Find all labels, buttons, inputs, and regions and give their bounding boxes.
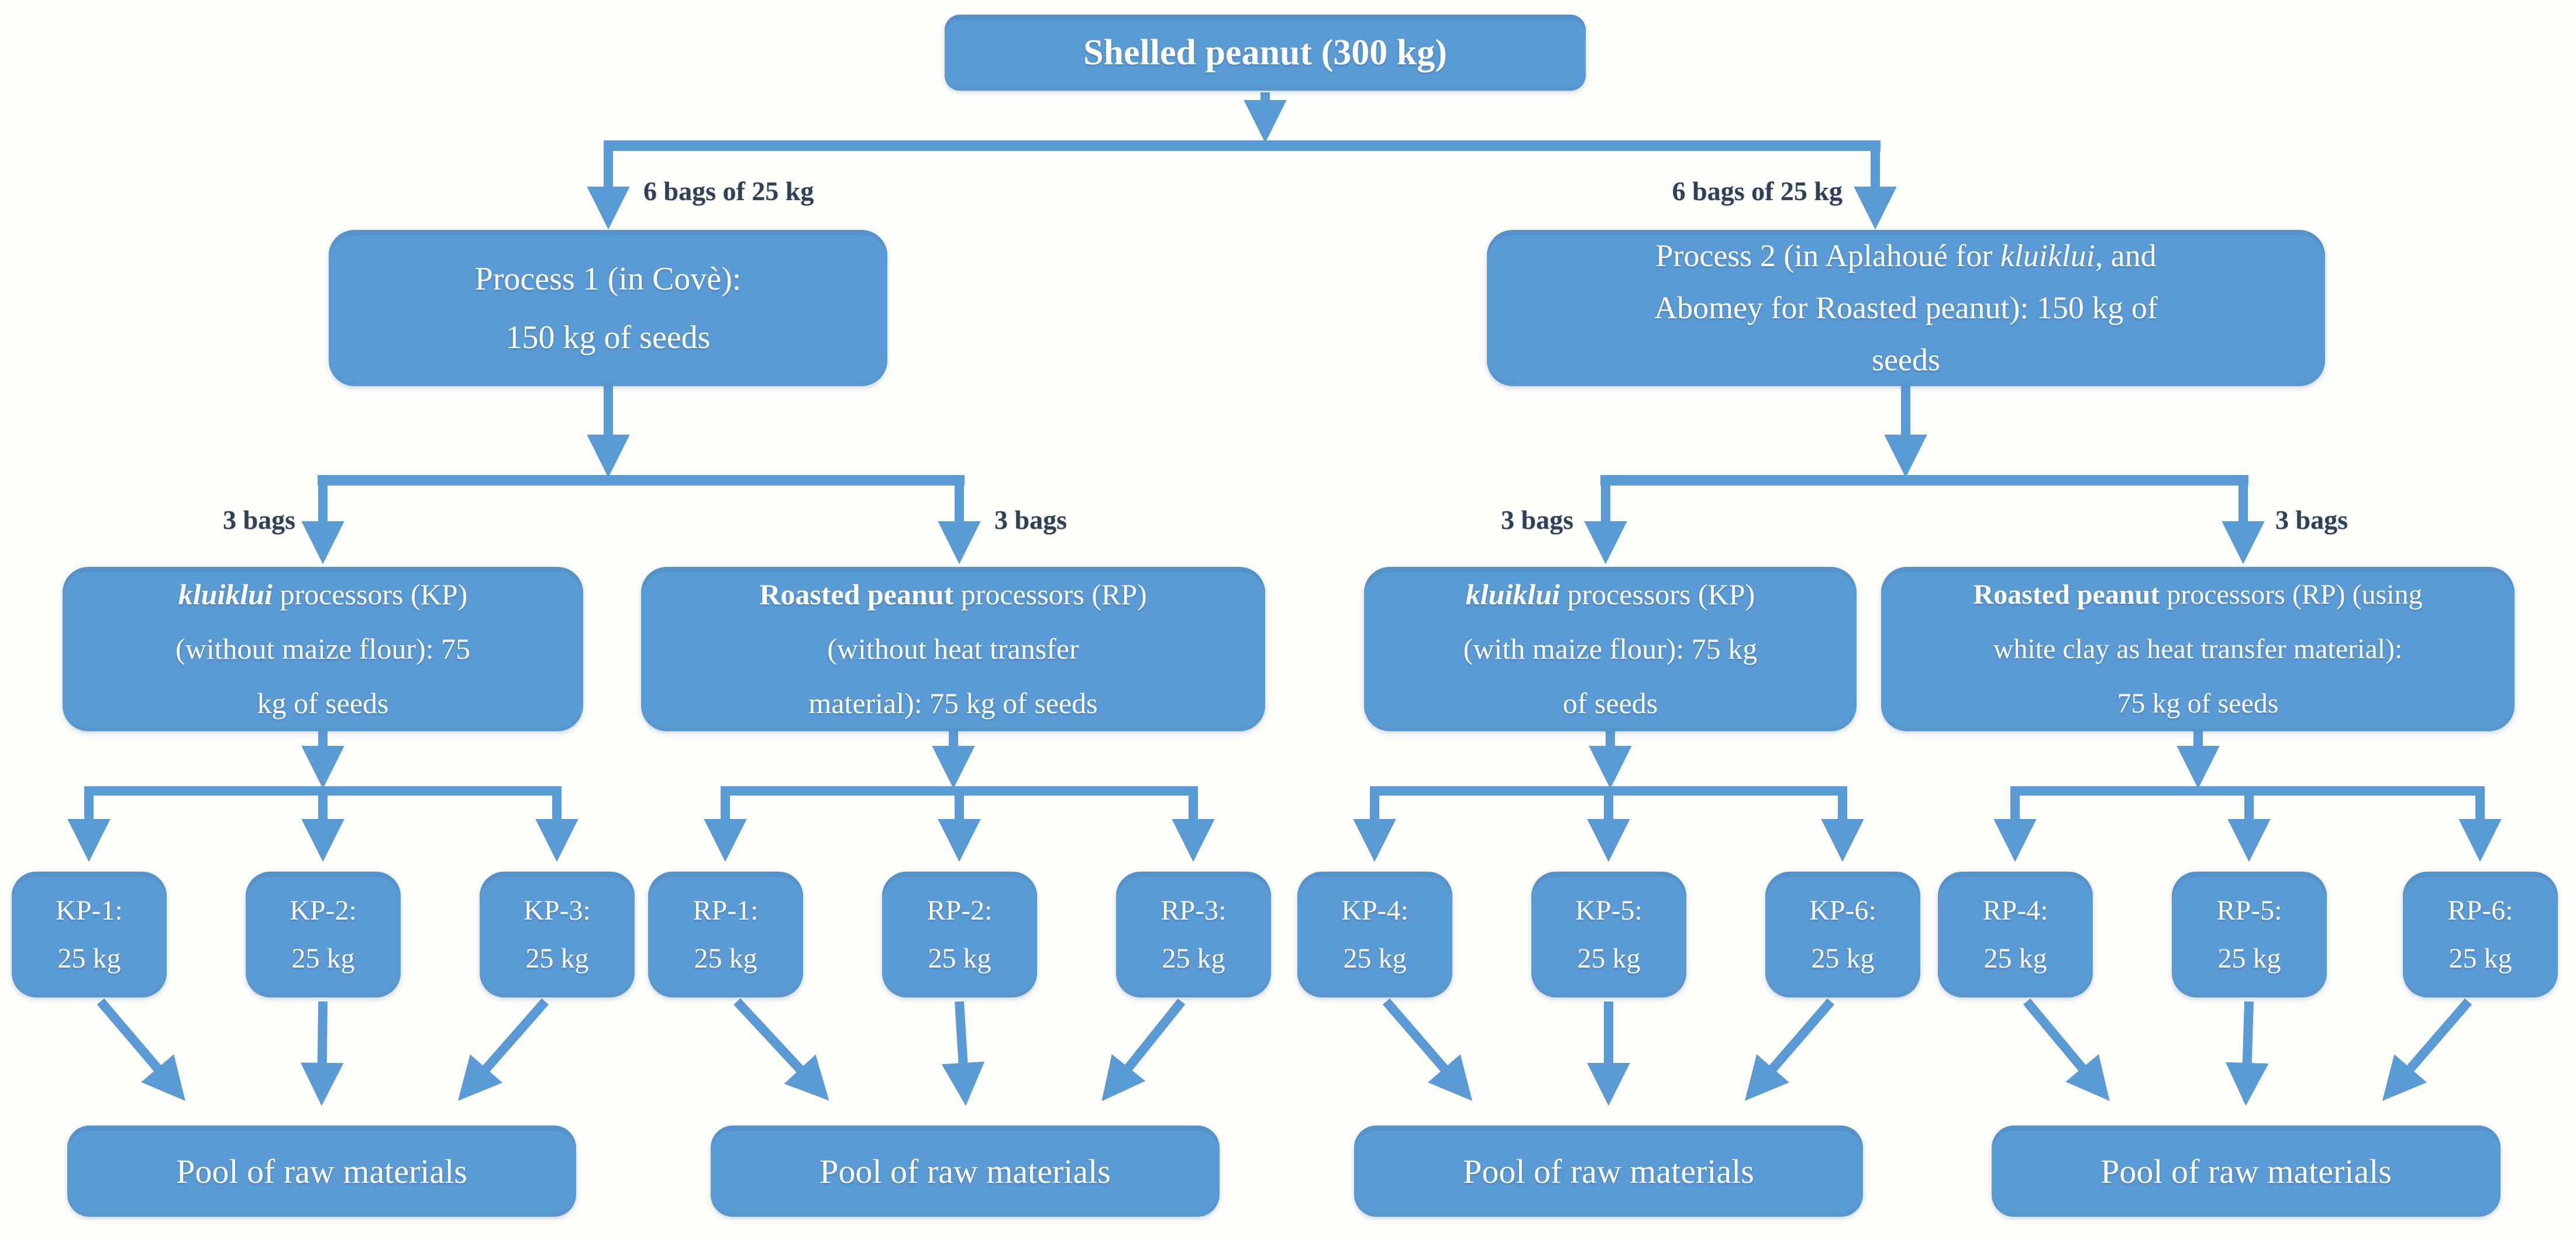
leaf-label: RP-6: 25 kg xyxy=(2447,894,2513,974)
edge-label-6-bags-right: 6 bags of 25 kg xyxy=(1672,176,1843,206)
node-kp-processors-without-maize: kluiklui processors (KP) (without maize … xyxy=(63,567,583,731)
leaf-kp-3: KP-3: 25 kg xyxy=(480,872,635,997)
leaf-label: KP-4: 25 kg xyxy=(1341,894,1408,974)
arrow-rp5-pool xyxy=(2225,1001,2269,1106)
edge-label-3-bags-rp-left: 3 bags xyxy=(994,505,1067,535)
arrow-rp3-pool xyxy=(1101,998,1186,1102)
leaf-label: KP-6: 25 kg xyxy=(1809,894,1876,974)
arrow-kp3-pool xyxy=(457,998,549,1101)
node-label: kluiklui processors (KP) (without maize … xyxy=(175,578,471,720)
pool-label: Pool of raw materials xyxy=(819,1152,1111,1190)
leaf-kp-4: KP-4: 25 kg xyxy=(1297,872,1452,997)
node-label: Shelled peanut (300 kg) xyxy=(1083,32,1447,73)
node-kp-processors-with-maize: kluiklui processors (KP) (with maize flo… xyxy=(1364,567,1857,731)
pool-label: Pool of raw materials xyxy=(176,1152,467,1190)
pool-raw-materials-1: Pool of raw materials xyxy=(67,1126,576,1217)
arrow-kp2-pool xyxy=(300,1001,344,1106)
edge-label-6-bags-left: 6 bags of 25 kg xyxy=(643,176,814,206)
leaf-rp-5: RP-5: 25 kg xyxy=(2172,872,2327,997)
arrow-kp6-pool xyxy=(1744,998,1835,1101)
leaf-label: RP-1: 25 kg xyxy=(693,894,759,974)
pool-raw-materials-4: Pool of raw materials xyxy=(1992,1126,2501,1217)
leaf-label: KP-2: 25 kg xyxy=(290,894,357,974)
leaf-label: RP-3: 25 kg xyxy=(1160,894,1227,974)
node-shelled-peanut: Shelled peanut (300 kg) xyxy=(945,15,1586,91)
edge-label-3-bags-kp-right: 3 bags xyxy=(1501,505,1573,535)
leaf-label: RP-4: 25 kg xyxy=(1982,894,2048,974)
leaf-rp-4: RP-4: 25 kg xyxy=(1938,872,2093,997)
leaf-label: KP-5: 25 kg xyxy=(1575,894,1642,974)
arrow-rp4-pool xyxy=(2023,998,2110,1102)
leaf-rp-6: RP-6: 25 kg xyxy=(2403,872,2558,997)
leaf-kp-1: KP-1: 25 kg xyxy=(12,872,167,997)
leaf-label: RP-2: 25 kg xyxy=(927,894,993,974)
leaf-kp-6: KP-6: 25 kg xyxy=(1765,872,1920,997)
leaf-rp-1: RP-1: 25 kg xyxy=(648,872,803,997)
leaf-label: KP-1: 25 kg xyxy=(56,894,123,974)
leaf-label: KP-3: 25 kg xyxy=(524,894,591,974)
node-rp-processors-without-heat-material: Roasted peanut processors (RP) (without … xyxy=(641,567,1265,731)
arrow-kp4-pool xyxy=(1382,998,1473,1101)
node-rp-processors-white-clay: Roasted peanut processors (RP) (using wh… xyxy=(1881,567,2515,731)
leaf-label: RP-5: 25 kg xyxy=(2216,894,2282,974)
node-label: kluiklui processors (KP) (with maize flo… xyxy=(1463,578,1758,720)
arrow-kp1-pool xyxy=(97,998,185,1102)
node-label: Roasted peanut processors (RP) (without … xyxy=(759,578,1147,720)
leaf-rp-2: RP-2: 25 kg xyxy=(882,872,1037,997)
leaf-rp-3: RP-3: 25 kg xyxy=(1116,872,1271,997)
leaf-kp-2: KP-2: 25 kg xyxy=(246,872,401,997)
pool-raw-materials-2: Pool of raw materials xyxy=(711,1126,1220,1217)
arrow-rp1-pool xyxy=(733,998,829,1101)
node-process-2: Process 2 (in Aplahoué for kluiklui, and… xyxy=(1487,230,2325,386)
node-label: Roasted peanut processors (RP) (using wh… xyxy=(1973,579,2423,719)
pool-label: Pool of raw materials xyxy=(2100,1152,2392,1190)
node-label: Process 2 (in Aplahoué for kluiklui, and… xyxy=(1654,238,2158,377)
node-process-1: Process 1 (in Covè): 150 kg of seeds xyxy=(329,230,887,386)
pool-label: Pool of raw materials xyxy=(1463,1152,1754,1190)
node-label: Process 1 (in Covè): 150 kg of seeds xyxy=(474,260,742,356)
leaf-kp-5: KP-5: 25 kg xyxy=(1531,872,1686,997)
edge-label-3-bags-rp-right: 3 bags xyxy=(2275,505,2348,535)
pool-raw-materials-3: Pool of raw materials xyxy=(1354,1126,1863,1217)
edge-label-3-bags-kp-left: 3 bags xyxy=(223,505,295,535)
arrow-rp6-pool xyxy=(2382,998,2472,1101)
arrow-rp2-pool xyxy=(941,1001,985,1106)
